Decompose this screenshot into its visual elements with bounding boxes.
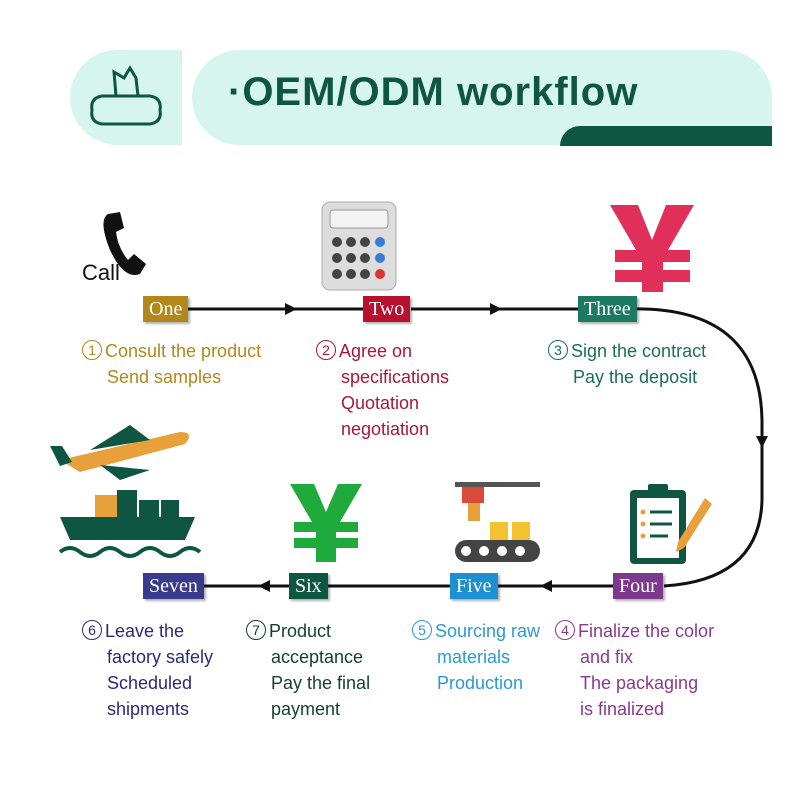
step-line: factory safely [107, 647, 214, 667]
step-line: payment [271, 699, 341, 719]
arrow-icon [756, 436, 768, 448]
call-label: Call [82, 260, 120, 285]
factory-conveyor-icon [455, 482, 540, 562]
step-line: Pay the final [271, 673, 371, 693]
step-line: is finalized [580, 699, 665, 719]
step-line: Finalize the color [578, 621, 715, 641]
step-number: 4 [555, 620, 575, 640]
connector-three-four [627, 307, 764, 588]
banner-icon-box [70, 50, 182, 145]
step-line: Send samples [107, 367, 222, 387]
step-line: Pay the deposit [573, 367, 698, 387]
step-number: 6 [82, 620, 102, 640]
step-number: 3 [548, 340, 568, 360]
step-label-one: One [143, 296, 189, 322]
step-line: Agree on [339, 341, 413, 361]
step-label-six: Six [289, 573, 328, 599]
step-number: 5 [412, 620, 432, 640]
step-line: Quotation [341, 393, 420, 413]
step-number: 7 [246, 620, 266, 640]
page-title: ·OEM/ODM workflow [228, 70, 639, 114]
yen-icon [610, 205, 694, 292]
step-label-two: Two [363, 296, 411, 322]
step-line: Production [437, 673, 524, 693]
step-line: Scheduled [107, 673, 193, 693]
banner-accent-bar [560, 126, 772, 146]
step-label-seven: Seven [143, 573, 204, 599]
arrow-icon [490, 303, 502, 315]
plane-ship-icon [50, 425, 202, 558]
step-line: Product [269, 621, 332, 641]
step-line: Sign the contract [571, 341, 707, 361]
step-label-four: Four [613, 573, 663, 599]
step-label-five: Five [450, 573, 498, 599]
step-line: Consult the product [105, 341, 262, 361]
arrow-icon [285, 303, 297, 315]
step-line: negotiation [341, 419, 430, 439]
step-number: 2 [316, 340, 336, 360]
clipboard-pen-icon [630, 484, 712, 564]
yen-icon [290, 484, 362, 562]
calculator-icon [321, 201, 397, 291]
step-line: specifications [341, 367, 450, 387]
step-line: acceptance [271, 647, 364, 667]
step-line: shipments [107, 699, 190, 719]
step-line: Leave the [105, 621, 185, 641]
phone-icon [103, 212, 146, 275]
arrow-icon [540, 580, 552, 592]
step-number: 1 [82, 340, 102, 360]
step-line: Sourcing raw [435, 621, 541, 641]
wet-wipes-pack-icon [90, 65, 162, 126]
step-line: materials [437, 647, 511, 667]
step-label-three: Three [578, 296, 637, 322]
step-line: and fix [580, 647, 634, 667]
step-line: The packaging [580, 673, 699, 693]
arrow-icon [258, 580, 270, 592]
